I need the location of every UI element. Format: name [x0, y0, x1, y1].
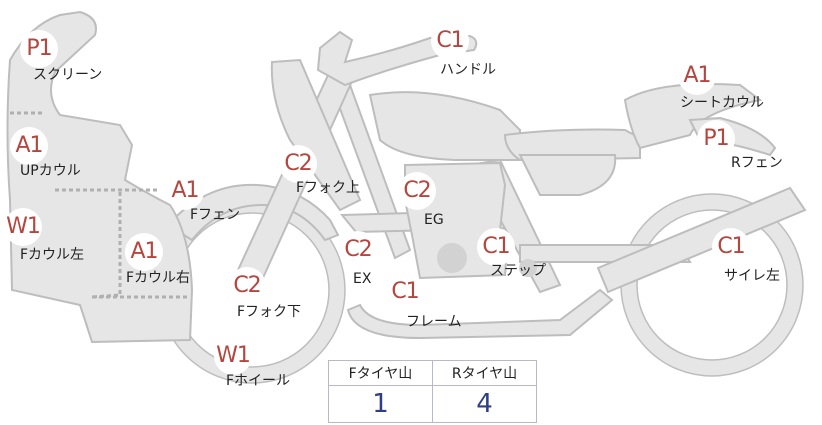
- exhaust-label: EX: [353, 271, 372, 287]
- frame-badge[interactable]: C1: [386, 273, 424, 311]
- exhaust-badge[interactable]: C2: [339, 231, 377, 269]
- silencer-shape: [596, 186, 807, 294]
- cowl-right-label: Fカウル右: [126, 270, 191, 286]
- handle-label: ハンドル: [440, 62, 496, 78]
- seat-cowl-label: シートカウル: [680, 95, 764, 111]
- seat-shape: [503, 128, 641, 162]
- front-tire-value: 1: [328, 385, 433, 423]
- engine-badge[interactable]: C2: [398, 172, 436, 210]
- seat-cowl-badge[interactable]: A1: [678, 57, 716, 95]
- screen-badge[interactable]: P1: [20, 30, 58, 68]
- fork-lower-badge[interactable]: C2: [228, 267, 266, 305]
- rear-tire-header: Rタイヤ山: [432, 360, 537, 386]
- front-tire-header: Fタイヤ山: [328, 360, 433, 386]
- cowl-left-badge[interactable]: W1: [4, 208, 42, 246]
- silencer-left-label: サイレ左: [724, 268, 780, 284]
- engine-label: EG: [424, 212, 444, 228]
- silencer-left-badge[interactable]: C1: [712, 228, 750, 266]
- upper-cowl-badge[interactable]: A1: [10, 127, 48, 165]
- seat-cowl-shape: [623, 83, 763, 150]
- front-wheel-badge[interactable]: W1: [214, 337, 252, 375]
- rear-fender-label: Rフェン: [731, 155, 783, 171]
- upper-cowl-label: UPカウル: [20, 163, 81, 179]
- fork-lower-label: Fフォク下: [237, 304, 302, 320]
- handle-badge[interactable]: C1: [431, 22, 469, 60]
- rear-tire-value: 4: [432, 385, 537, 423]
- front-fender-label: Fフェン: [190, 207, 241, 223]
- fork-upper-badge[interactable]: C2: [279, 145, 317, 183]
- front-fender-badge[interactable]: A1: [166, 172, 204, 210]
- tire-tread-table: Fタイヤ山 Rタイヤ山 1 4: [328, 360, 537, 423]
- step-label: ステップ: [490, 263, 546, 279]
- step-badge[interactable]: C1: [477, 228, 515, 266]
- rear-fender-badge[interactable]: P1: [697, 120, 735, 158]
- screen-label: スクリーン: [33, 67, 103, 83]
- front-wheel-label: Fホイール: [226, 373, 291, 389]
- frame-label: フレーム: [406, 314, 462, 330]
- cowl-left-label: Fカウル左: [20, 247, 85, 263]
- fuel-tank-shape: [368, 91, 521, 161]
- cowl-right-badge[interactable]: A1: [125, 233, 163, 271]
- fork-upper-label: Fフォク上: [296, 180, 361, 196]
- side-cover-shape: [518, 154, 617, 196]
